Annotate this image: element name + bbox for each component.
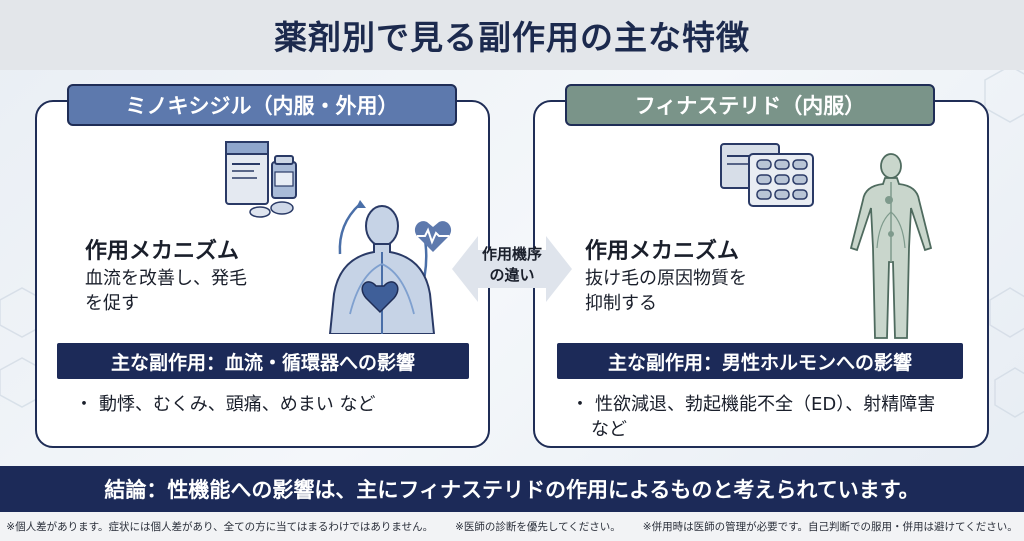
finasteride-side-effect-heading: 主な副作用：男性ホルモンへの影響 <box>557 343 963 379</box>
minoxidil-side-effects-text: 動悸、むくみ、頭痛、めまい など <box>99 394 376 415</box>
minoxidil-header: ミノキシジル（内服・外用） <box>67 84 457 126</box>
minoxidil-mechanism-heading: 作用メカニズム <box>85 239 240 264</box>
mechanism-difference-label: 作用機序 の違い <box>481 245 542 284</box>
minoxidil-side-effect-heading: 主な副作用：血流・循環器への影響 <box>57 343 469 379</box>
finasteride-mechanism-text: 抜け毛の原因物質を 抑制する <box>585 268 747 314</box>
finasteride-mechanism-heading: 作用メカニズム <box>585 239 740 264</box>
footer-note-1: ※個人差があります。症状には個人差があり、全ての方に当てはまるわけではありません… <box>6 521 434 533</box>
medicine-package-icon <box>222 140 312 220</box>
finasteride-side-effects-line2: など <box>591 419 627 440</box>
footer-note-2: ※医師の診断を優先してください。 <box>455 521 621 533</box>
finasteride-side-effects: ・性欲減退、勃起機能不全（ED）、射精障害 など <box>571 394 936 440</box>
page-title: 薬剤別で見る副作用の主な特徴 <box>274 18 750 57</box>
pill-blister-icon <box>719 142 819 210</box>
title-bar: 薬剤別で見る副作用の主な特徴 <box>0 0 1024 70</box>
footer-notes: ※個人差があります。症状には個人差があり、全ての方に当てはまるわけではありません… <box>0 512 1024 541</box>
heartbeat-icon <box>413 218 453 254</box>
body-circulation-icon <box>320 194 440 335</box>
conclusion-banner: 結論：性機能への影響は、主にフィナステリドの作用によるものと考えられています。 <box>0 466 1024 512</box>
finasteride-card: フィナステリド（内服） 作用メカニズム <box>533 84 989 448</box>
human-body-icon <box>845 152 937 340</box>
minoxidil-mechanism-text: 血流を改善し、発毛 を促す <box>85 268 247 314</box>
finasteride-side-effects-line1: 性欲減退、勃起機能不全（ED）、射精障害 <box>595 394 936 415</box>
minoxidil-card: ミノキシジル（内服・外用） <box>35 84 490 448</box>
footer-note-3: ※併用時は医師の管理が必要です。自己判断での服用・併用は避けてください。 <box>642 521 1018 533</box>
minoxidil-side-effects: ・動悸、むくみ、頭痛、めまい など <box>75 394 376 415</box>
double-arrow-icon <box>452 236 572 302</box>
finasteride-header: フィナステリド（内服） <box>565 84 935 126</box>
